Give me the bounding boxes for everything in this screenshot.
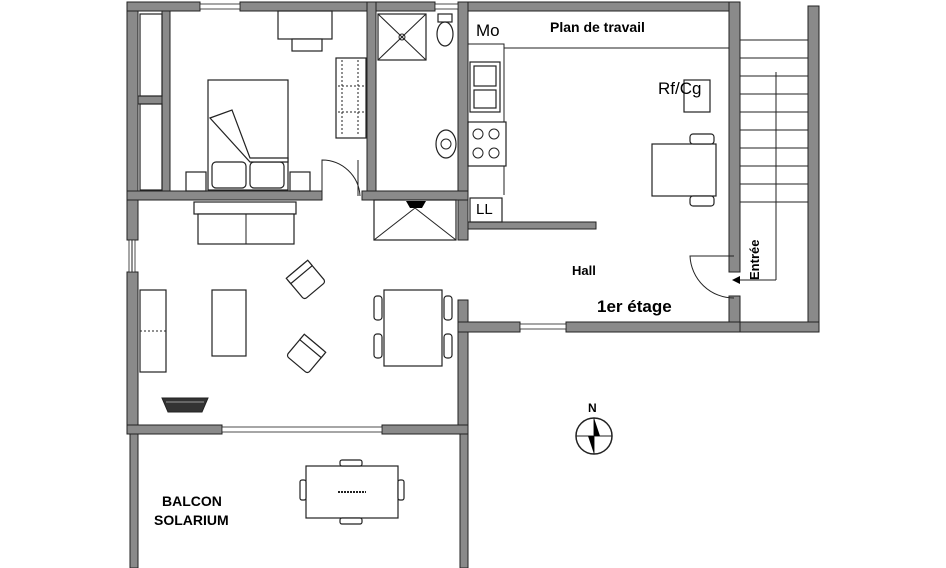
balcony-label-line2: SOLARIUM xyxy=(154,512,229,528)
floor-label: 1er étage xyxy=(597,297,672,316)
compass-icon xyxy=(575,417,613,455)
utility xyxy=(373,199,457,241)
kitchen xyxy=(467,43,735,299)
microwave-label: Mo xyxy=(476,21,500,40)
balcony-label-line1: BALCON xyxy=(162,493,222,509)
entrance-label: Entrée xyxy=(747,239,762,280)
windows xyxy=(128,3,567,433)
living-room xyxy=(139,201,453,413)
north-label: N xyxy=(588,401,597,415)
dishwasher-label: LL xyxy=(476,201,493,218)
balcony xyxy=(299,459,405,525)
bedroom xyxy=(139,10,367,197)
bathroom xyxy=(377,13,457,159)
fridge-label: Rf/Cg xyxy=(658,79,702,98)
hall-label: Hall xyxy=(572,263,596,278)
stairs xyxy=(732,39,808,284)
worktop-label: Plan de travail xyxy=(550,19,645,35)
walls xyxy=(126,1,820,568)
